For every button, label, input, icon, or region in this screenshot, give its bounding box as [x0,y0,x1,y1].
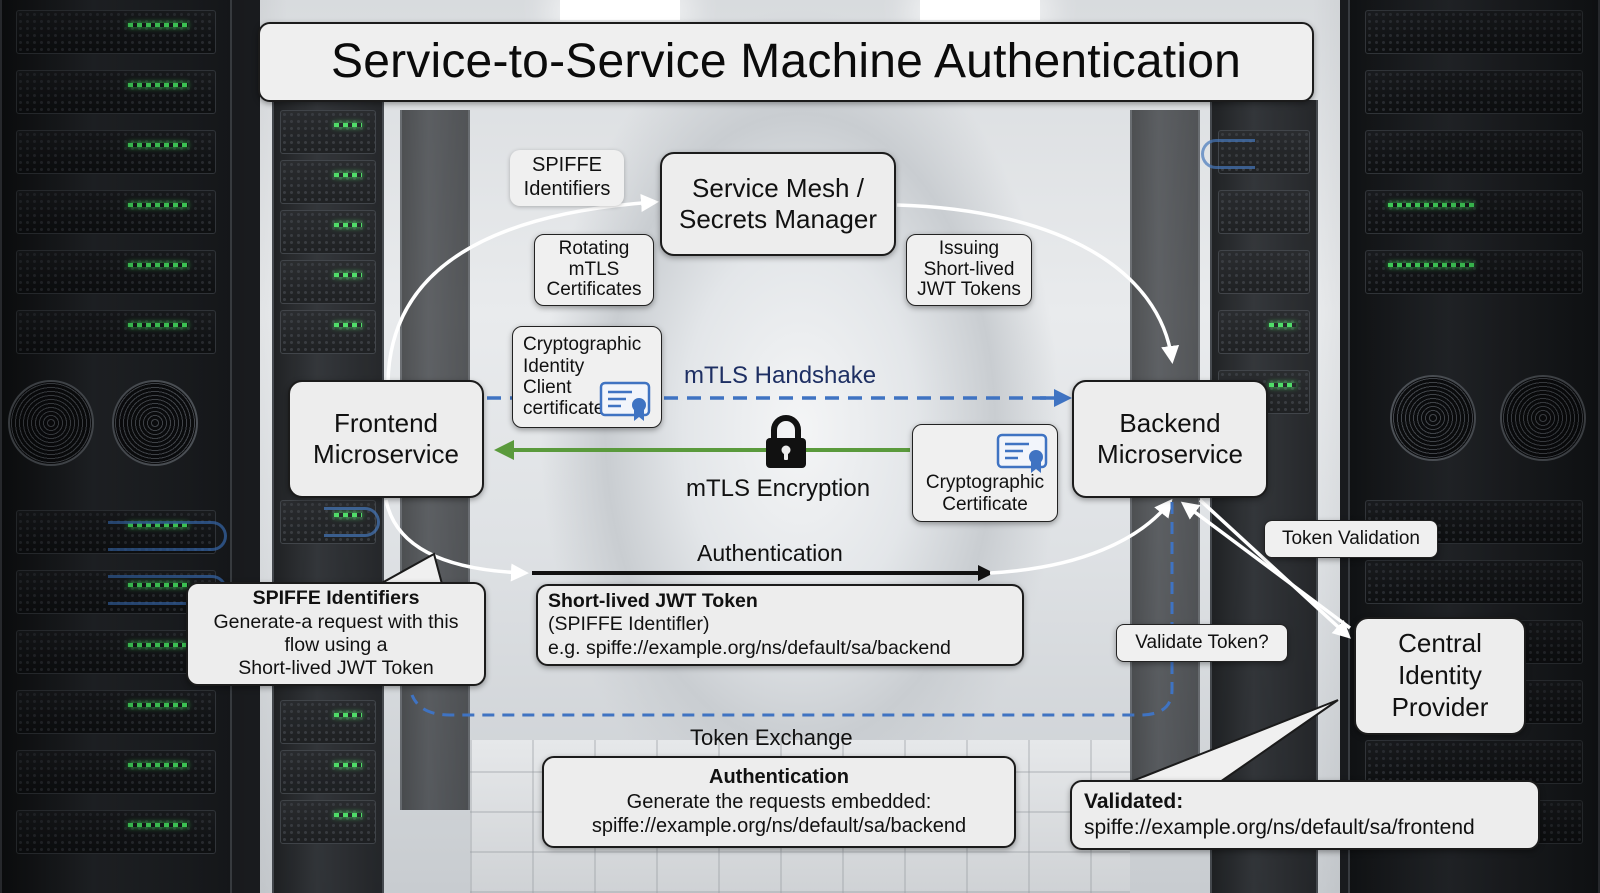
tag-text: Validate Token? [1135,631,1269,653]
tag-text: Issuing [938,237,1000,259]
label-authentication: Authentication [697,540,843,566]
validation-arrow-up [1180,501,1352,630]
tag-text: Certificate [942,493,1028,515]
callout-text: (SPIFFE Identifler) [548,613,710,636]
callout-text: Short-lived JWT Token [238,657,434,680]
callout-heading: Authentication [709,766,849,789]
tag-text: Cryptographic [925,472,1045,494]
node-label: Backend [1119,408,1221,439]
certificate-icon [996,433,1048,473]
arc-frontend-to-mesh [386,194,659,383]
label-token-exchange: Token Exchange [690,725,853,750]
tag-token-validation: Token Validation [1264,520,1438,558]
tag-text: Identity [523,355,585,377]
callout-heading: SPIFFE Identifiers [252,587,420,610]
fan-icon [1500,375,1586,461]
tag-server-certificate: Cryptographic Certificate [912,424,1058,522]
callout-spiffe-request: SPIFFE Identifiers Generate-a request wi… [186,582,486,686]
node-label: Microservice [313,439,459,469]
tag-validate-token: Validate Token? [1116,624,1288,662]
tag-text: Client [523,377,572,398]
validation-arrow-down [1198,498,1351,639]
certificate-icon [599,381,651,421]
tag-text: Cryptographic [523,334,642,356]
ceiling-light [920,0,1040,20]
node-central-identity-provider[interactable]: Central Identity Provider [1354,617,1526,735]
arc-frontend-down [384,499,529,582]
callout-auth-request: Authentication Generate the requests emb… [542,756,1016,848]
fan-icon [8,380,94,466]
tag-text: Identifiers [523,178,611,200]
node-label: Microservice [1097,439,1243,469]
label-mtls-encryption: mTLS Encryption [686,475,871,502]
arc-mesh-to-backend [896,203,1180,364]
ceiling-light [560,0,680,20]
callout-text: spiffe://example.org/ns/default/sa/backe… [591,815,967,838]
callout-tail-spiffe [376,552,444,585]
callout-tail-validated [1129,699,1339,783]
callout-heading: Short-lived JWT Token [548,589,758,612]
label-mtls-handshake: mTLS Handshake [684,362,877,389]
tag-text: Rotating [558,237,630,259]
tag-issuing-jwt-tokens: Issuing Short-lived JWT Tokens [906,234,1032,306]
node-label: Identity [1398,660,1482,691]
lock-icon [766,415,806,468]
node-label: Service Mesh / [692,173,864,204]
tag-text: mTLS [568,258,620,280]
callout-text: spiffe://example.org/ns/default/sa/front… [1084,816,1475,839]
tag-spiffe-identifiers: SPIFFE Identifiers [510,150,624,206]
fan-icon [112,380,198,466]
tag-rotating-mtls-certificates: Rotating mTLS Certificates [534,234,654,306]
callout-validated: Validated: spiffe://example.org/ns/defau… [1070,780,1540,850]
node-label: Provider [1391,691,1489,722]
callout-text: e.g. spiffe://example.org/ns/default/sa/… [548,636,951,659]
page-title-text: Service-to-Service Machine Authenticatio… [331,34,1241,88]
tag-text: certificate [523,398,605,420]
callout-text: Generate-a request with this [213,610,459,633]
page-title: Service-to-Service Machine Authenticatio… [258,22,1314,102]
node-service-mesh[interactable]: Service Mesh / Secrets Manager [660,152,896,256]
tag-text: SPIFFE [531,154,602,177]
node-label: Central [1398,628,1482,659]
arc-auth-to-backend [989,498,1173,575]
tag-client-certificate: Cryptographic Identity Client certificat… [512,326,662,428]
fan-icon [1390,375,1476,461]
callout-jwt-token: Short-lived JWT Token (SPIFFE Identifler… [536,584,1024,666]
tag-text: JWT Tokens [917,279,1021,301]
callout-heading: Validated: [1084,789,1184,813]
server-rack-left [0,0,232,893]
server-rack-right [1348,0,1600,893]
node-label: Secrets Manager [679,204,877,234]
callout-text: flow using a [284,634,388,656]
tag-text: Token Validation [1281,527,1421,549]
tag-text: Short-lived [923,258,1015,280]
tag-text: Certificates [546,279,642,301]
callout-text: Generate the requests embedded: [626,790,932,813]
node-frontend-microservice[interactable]: Frontend Microservice [288,380,484,498]
node-label: Frontend [333,408,439,439]
node-backend-microservice[interactable]: Backend Microservice [1072,380,1268,498]
